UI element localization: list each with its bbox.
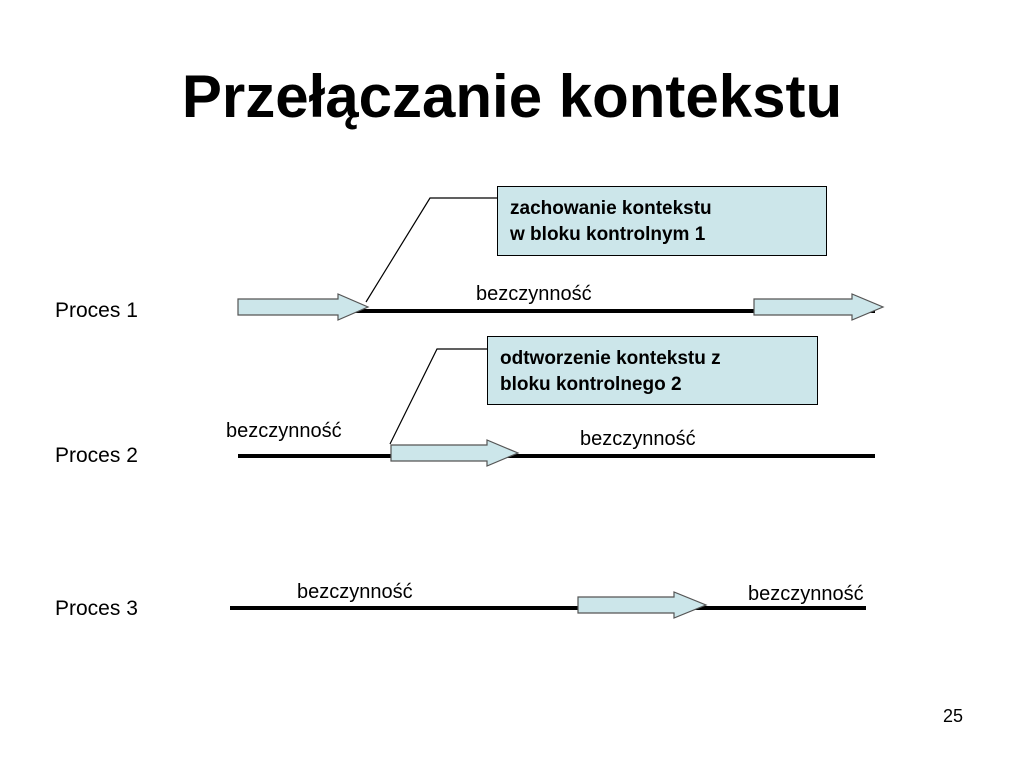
restore-context-callout: odtworzenie kontekstu z bloku kontrolneg… — [487, 336, 818, 405]
process-3-run-arrow — [577, 591, 708, 619]
process-3-idle-label-1: bezczynność — [297, 581, 413, 603]
process-2-idle-label-2: bezczynność — [580, 428, 696, 450]
process-2-idle-label-1: bezczynność — [226, 420, 342, 442]
save-callout-line-1: zachowanie kontekstu — [510, 198, 712, 219]
process-2-label: Proces 2 — [55, 444, 138, 467]
save-callout-leader — [365, 197, 497, 303]
restore-callout-leader — [389, 348, 487, 445]
page-number: 25 — [942, 706, 964, 726]
process-1-run-arrow-2 — [753, 293, 885, 321]
process-3-label: Proces 3 — [55, 597, 138, 620]
slide-title: Przełączanie kontekstu — [181, 63, 843, 130]
restore-callout-line-2: bloku kontrolnego 2 — [500, 374, 682, 395]
restore-callout-line-1: odtworzenie kontekstu z — [500, 348, 721, 369]
process-1-label: Proces 1 — [55, 299, 138, 322]
save-callout-line-2: w bloku kontrolnym 1 — [510, 224, 706, 245]
process-2-run-arrow — [390, 439, 520, 467]
process-1-run-arrow-1 — [237, 293, 370, 321]
save-context-callout: zachowanie kontekstu w bloku kontrolnym … — [497, 186, 827, 256]
process-1-idle-label: bezczynność — [476, 283, 592, 305]
process-3-idle-label-2: bezczynność — [748, 583, 864, 605]
